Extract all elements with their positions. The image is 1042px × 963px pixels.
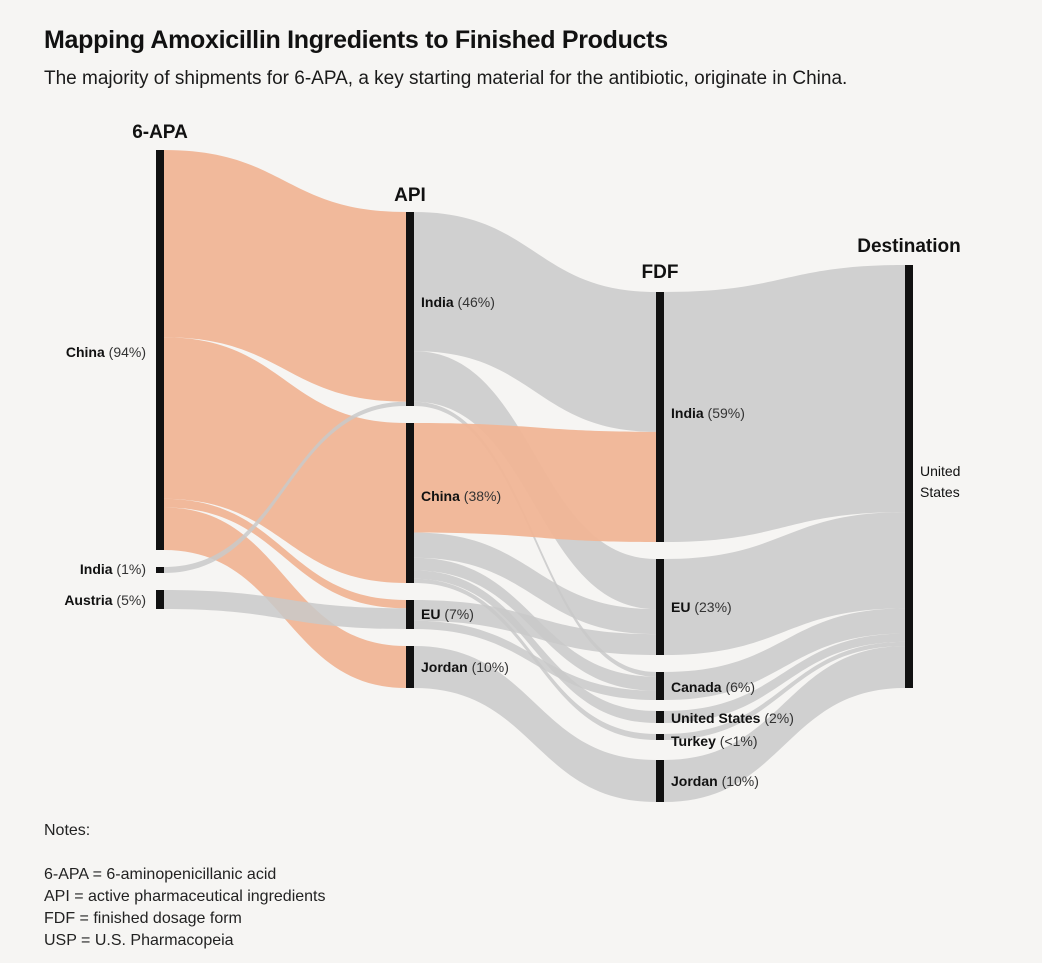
flow-fdf_turkey-to-dest_us: [664, 641, 905, 740]
flow-api_eu-to-fdf_canada: [414, 620, 656, 700]
node-label-dest-us-line: States: [920, 484, 960, 500]
node-label-apa_austria: Austria (5%): [64, 592, 146, 608]
node-label-apa_china: China (94%): [66, 344, 146, 360]
node-bar-api_china: [406, 423, 414, 583]
flow-fdf_india-to-dest_us: [664, 265, 905, 542]
flow-apa_china-to-api_eu: [164, 498, 406, 609]
flow-apa_india-to-api_india: [164, 401, 406, 573]
flow-fdf_eu-to-dest_us: [664, 512, 905, 655]
node-bar-fdf_turkey: [656, 734, 664, 740]
flow-api_china-to-fdf_india: [414, 423, 656, 542]
node-bar-apa_austria: [156, 590, 164, 609]
note-line: 6-APA = 6-aminopenicillanic acid: [44, 866, 277, 883]
stage-header-6-apa: 6-APA: [132, 122, 188, 143]
node-bar-dest_us: [905, 265, 913, 688]
flow-api_china-to-fdf_eu: [414, 532, 656, 635]
flow-api_eu-to-fdf_eu: [414, 600, 656, 655]
node-bar-fdf_jordan: [656, 760, 664, 802]
flow-fdf_jordan-to-dest_us: [664, 646, 905, 802]
node-bar-apa_china: [156, 150, 164, 550]
flow-fdf_canada-to-dest_us: [664, 608, 905, 700]
flow-apa_austria-to-api_eu: [164, 590, 406, 629]
node-label-apa_india: India (1%): [80, 561, 146, 577]
flow-api_india-to-fdf_canada: [414, 401, 656, 677]
node-label-fdf_eu: EU (23%): [671, 599, 732, 615]
node-label-fdf_jordan: Jordan (10%): [671, 773, 759, 789]
node-label-api_jordan: Jordan (10%): [421, 659, 509, 675]
node-label-fdf_turkey: Turkey (<1%): [671, 733, 758, 749]
node-label-fdf_canada: Canada (6%): [671, 679, 755, 695]
node-bar-fdf_canada: [656, 672, 664, 700]
notes-title: Notes:: [44, 822, 91, 839]
node-label-api_china: China (38%): [421, 488, 501, 504]
node-bar-fdf_india: [656, 292, 664, 542]
node-bar-apa_india: [156, 567, 164, 573]
flow-api_india-to-fdf_india: [414, 212, 656, 432]
notes-section: Notes: 6-APA = 6-aminopenicillanic acid …: [44, 820, 325, 952]
note-line: USP = U.S. Pharmacopeia: [44, 932, 234, 949]
node-label-api_india: India (46%): [421, 294, 495, 310]
node-label-fdf_india: India (59%): [671, 405, 745, 421]
node-bar-fdf_eu: [656, 559, 664, 655]
flow-fdf_us-to-dest_us: [664, 633, 905, 723]
flow-api_jordan-to-fdf_jordan: [414, 646, 656, 802]
stage-header-api: API: [394, 185, 426, 206]
stage-header-destination: Destination: [857, 236, 960, 257]
node-bar-api_india: [406, 212, 414, 406]
node-label-dest-us-line: United: [920, 463, 960, 479]
flow-api_china-to-fdf_us: [414, 570, 656, 723]
flow-apa_china-to-api_china: [164, 337, 406, 583]
node-label-api_eu: EU (7%): [421, 606, 474, 622]
node-label-fdf_us: United States (2%): [671, 710, 794, 726]
sankey-links: [164, 150, 905, 802]
note-line: API = active pharmaceutical ingredients: [44, 888, 326, 905]
node-bar-api_jordan: [406, 646, 414, 688]
flow-apa_china-to-api_india: [164, 150, 406, 402]
chart-title: Mapping Amoxicillin Ingredients to Finis…: [44, 26, 668, 54]
stage-header-fdf: FDF: [642, 262, 679, 283]
note-line: FDF = finished dosage form: [44, 910, 242, 927]
sankey-nodes: [156, 150, 913, 802]
chart-subtitle: The majority of shipments for 6-APA, a k…: [44, 68, 848, 89]
node-bar-api_eu: [406, 600, 414, 629]
node-bar-fdf_us: [656, 711, 664, 723]
